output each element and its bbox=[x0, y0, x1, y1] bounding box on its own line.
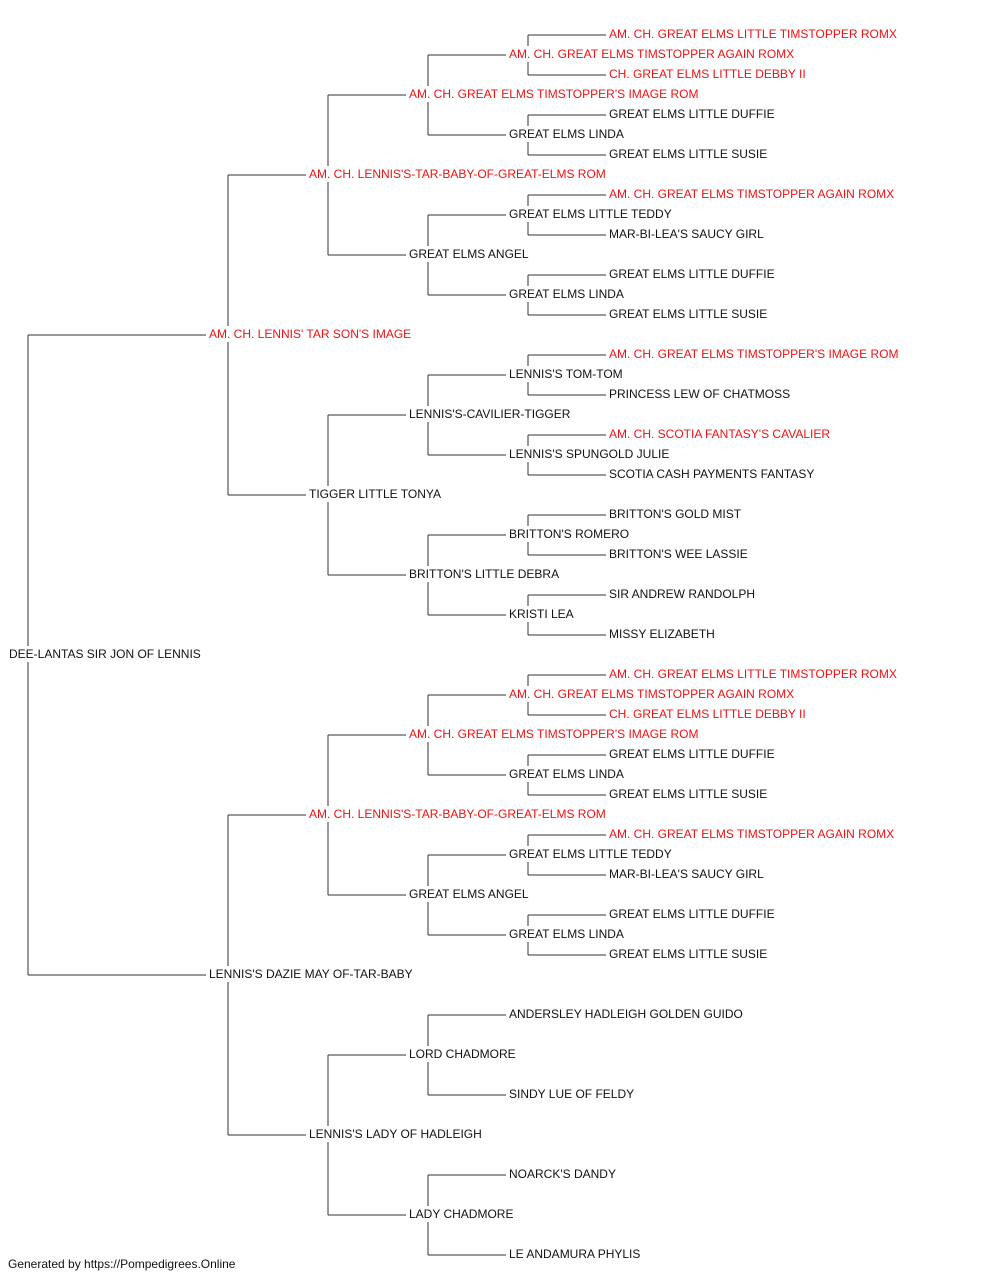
pedigree-entry-gen5: MAR-BI-LEA'S SAUCY GIRL bbox=[608, 227, 765, 241]
pedigree-entry-gen4: GREAT ELMS LINDA bbox=[508, 927, 625, 941]
pedigree-entry-gen3: LORD CHADMORE bbox=[408, 1047, 517, 1061]
pedigree-entry-gen5: SCOTIA CASH PAYMENTS FANTASY bbox=[608, 467, 816, 481]
pedigree-entry-gen4: LE ANDAMURA PHYLIS bbox=[508, 1247, 642, 1261]
pedigree-entry-gen5: MISSY ELIZABETH bbox=[608, 627, 716, 641]
pedigree-entry-gen5: GREAT ELMS LITTLE SUSIE bbox=[608, 947, 769, 961]
pedigree-entry-gen4: NOARCK'S DANDY bbox=[508, 1167, 617, 1181]
pedigree-entry-gen5: GREAT ELMS LITTLE DUFFIE bbox=[608, 267, 776, 281]
pedigree-entry-gen5: MAR-BI-LEA'S SAUCY GIRL bbox=[608, 867, 765, 881]
pedigree-entry-gen4: LENNIS'S SPUNGOLD JULIE bbox=[508, 447, 671, 461]
pedigree-entry-gen4: ANDERSLEY HADLEIGH GOLDEN GUIDO bbox=[508, 1007, 744, 1021]
pedigree-entry-gen4-champion: AM. CH. GREAT ELMS TIMSTOPPER AGAIN ROMX bbox=[508, 687, 796, 701]
pedigree-entry-gen4: GREAT ELMS LINDA bbox=[508, 767, 625, 781]
pedigree-entry-gen5-champion: AM. CH. GREAT ELMS LITTLE TIMSTOPPER ROM… bbox=[608, 27, 898, 41]
pedigree-entry-gen5-champion: AM. CH. GREAT ELMS LITTLE TIMSTOPPER ROM… bbox=[608, 667, 898, 681]
pedigree-entry-gen3: GREAT ELMS ANGEL bbox=[408, 887, 530, 901]
pedigree-entry-gen3-champion: AM. CH. GREAT ELMS TIMSTOPPER'S IMAGE RO… bbox=[408, 87, 700, 101]
pedigree-entry-gen4: GREAT ELMS LINDA bbox=[508, 127, 625, 141]
pedigree-entry-gen4: GREAT ELMS LITTLE TEDDY bbox=[508, 207, 673, 221]
generated-by-footer: Generated by https://Pompedigrees.Online bbox=[8, 1257, 236, 1271]
pedigree-entry-gen5: BRITTON'S GOLD MIST bbox=[608, 507, 743, 521]
pedigree-entry-gen3-champion: AM. CH. GREAT ELMS TIMSTOPPER'S IMAGE RO… bbox=[408, 727, 700, 741]
pedigree-entry-gen3: LADY CHADMORE bbox=[408, 1207, 515, 1221]
pedigree-entry-gen5: SIR ANDREW RANDOLPH bbox=[608, 587, 757, 601]
pedigree-entry-gen1-champion: AM. CH. LENNIS' TAR SON'S IMAGE bbox=[208, 327, 413, 341]
pedigree-entry-gen0: DEE-LANTAS SIR JON OF LENNIS bbox=[8, 647, 202, 661]
pedigree-entry-gen5-champion: CH. GREAT ELMS LITTLE DEBBY II bbox=[608, 67, 807, 81]
pedigree-entry-gen5: BRITTON'S WEE LASSIE bbox=[608, 547, 749, 561]
pedigree-entry-gen1: LENNIS'S DAZIE MAY OF-TAR-BABY bbox=[208, 967, 414, 981]
pedigree-entry-gen4: GREAT ELMS LINDA bbox=[508, 287, 625, 301]
pedigree-entry-gen5-champion: AM. CH. SCOTIA FANTASY'S CAVALIER bbox=[608, 427, 832, 441]
pedigree-entry-gen2: LENNIS'S LADY OF HADLEIGH bbox=[308, 1127, 483, 1141]
pedigree-entry-gen5-champion: AM. CH. GREAT ELMS TIMSTOPPER AGAIN ROMX bbox=[608, 187, 896, 201]
pedigree-entry-gen4: LENNIS'S TOM-TOM bbox=[508, 367, 624, 381]
pedigree-entry-gen5: GREAT ELMS LITTLE DUFFIE bbox=[608, 907, 776, 921]
pedigree-entry-gen4: GREAT ELMS LITTLE TEDDY bbox=[508, 847, 673, 861]
pedigree-entry-gen2-champion: AM. CH. LENNIS'S-TAR-BABY-OF-GREAT-ELMS … bbox=[308, 807, 607, 821]
pedigree-entry-gen3: LENNIS'S-CAVILIER-TIGGER bbox=[408, 407, 572, 421]
pedigree-entry-gen5-champion: AM. CH. GREAT ELMS TIMSTOPPER AGAIN ROMX bbox=[608, 827, 896, 841]
pedigree-entry-gen4: BRITTON'S ROMERO bbox=[508, 527, 631, 541]
pedigree-entry-gen5: GREAT ELMS LITTLE SUSIE bbox=[608, 787, 769, 801]
pedigree-entry-gen5: GREAT ELMS LITTLE DUFFIE bbox=[608, 747, 776, 761]
pedigree-entry-gen2: TIGGER LITTLE TONYA bbox=[308, 487, 443, 501]
pedigree-entry-gen5: GREAT ELMS LITTLE SUSIE bbox=[608, 307, 769, 321]
pedigree-entry-gen3: GREAT ELMS ANGEL bbox=[408, 247, 530, 261]
pedigree-entry-gen5-champion: AM. CH. GREAT ELMS TIMSTOPPER'S IMAGE RO… bbox=[608, 347, 900, 361]
pedigree-entry-gen4: SINDY LUE OF FELDY bbox=[508, 1087, 636, 1101]
pedigree-entry-gen2-champion: AM. CH. LENNIS'S-TAR-BABY-OF-GREAT-ELMS … bbox=[308, 167, 607, 181]
pedigree-entry-gen5-champion: CH. GREAT ELMS LITTLE DEBBY II bbox=[608, 707, 807, 721]
pedigree-entry-gen4-champion: AM. CH. GREAT ELMS TIMSTOPPER AGAIN ROMX bbox=[508, 47, 796, 61]
pedigree-entry-gen3: BRITTON'S LITTLE DEBRA bbox=[408, 567, 561, 581]
pedigree-entry-gen4: KRISTI LEA bbox=[508, 607, 575, 621]
pedigree-entry-gen5: GREAT ELMS LITTLE DUFFIE bbox=[608, 107, 776, 121]
pedigree-entry-gen5: GREAT ELMS LITTLE SUSIE bbox=[608, 147, 769, 161]
pedigree-entry-gen5: PRINCESS LEW OF CHATMOSS bbox=[608, 387, 792, 401]
